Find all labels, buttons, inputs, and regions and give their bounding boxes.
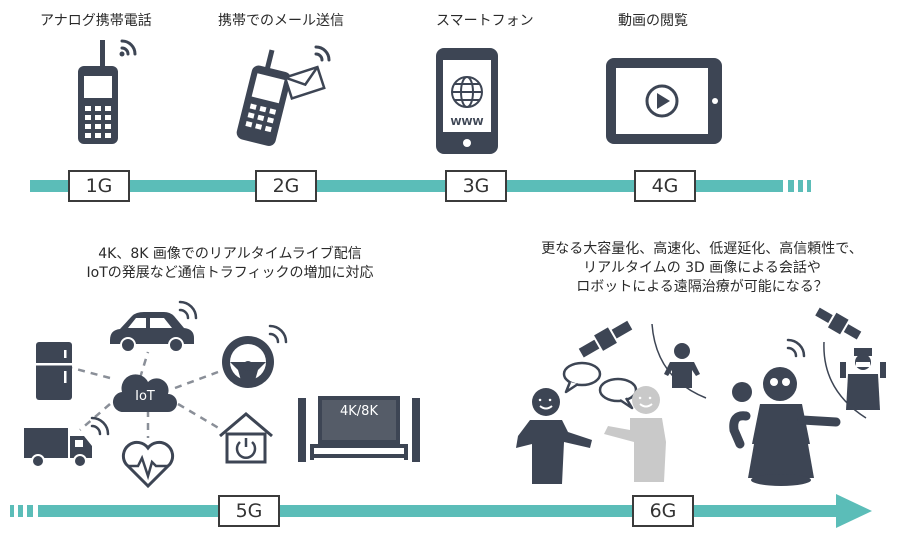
gen-box-6g: 6G bbox=[632, 495, 694, 527]
gen-box-4g: 4G bbox=[634, 170, 696, 202]
heart-rate-icon bbox=[121, 440, 175, 489]
timeline-bar-top-dash bbox=[807, 180, 811, 192]
tv-label: 4K/8K bbox=[340, 404, 378, 419]
five-g-desc-line1: 4K、8K 画像でのリアルタイムライブ配信 bbox=[98, 246, 362, 262]
svg-text:WWW: WWW bbox=[450, 117, 483, 128]
truck-icon bbox=[24, 416, 110, 468]
speech-bubble-left bbox=[562, 361, 602, 394]
tablet-video-icon bbox=[606, 58, 722, 144]
robot-icon bbox=[729, 338, 841, 486]
smart-home-icon bbox=[219, 412, 273, 464]
five-g-description: 4K、8K 画像でのリアルタイムライブ配信 IoTの発展など通信トラフィックの増… bbox=[60, 245, 400, 283]
gen-box-5g: 5G bbox=[218, 495, 280, 527]
iot-label: IoT bbox=[135, 389, 155, 404]
six-g-description: 更なる大容量化、高速化、低遅延化、高信頼性で、 リアルタイムの 3D 画像による… bbox=[502, 240, 902, 297]
steering-wheel-icon bbox=[222, 324, 288, 388]
gen-box-2g: 2G bbox=[255, 170, 317, 202]
era-label-4g: 動画の閲覧 bbox=[618, 13, 688, 29]
mail-icon bbox=[283, 45, 331, 101]
person-hologram-icon bbox=[604, 386, 666, 482]
doctor-icon bbox=[840, 348, 886, 410]
timeline-bar-bottom-dash bbox=[18, 505, 23, 517]
six-g-desc-line2: リアルタイムの 3D 画像による会話や bbox=[583, 260, 821, 276]
era-label-1g: アナログ携帯電話 bbox=[40, 13, 152, 29]
five-g-desc-line2: IoTの発展など通信トラフィックの増加に対応 bbox=[86, 265, 374, 281]
speech-bubble-right bbox=[598, 377, 638, 410]
feature-phone-icon bbox=[236, 49, 291, 146]
gen-box-1g: 1G bbox=[68, 170, 130, 202]
era-label-2g: 携帯でのメール送信 bbox=[218, 13, 344, 29]
person-dark-icon bbox=[516, 388, 592, 484]
timeline-bar-top-dash bbox=[798, 180, 803, 192]
iot-cloud-hub bbox=[112, 374, 177, 413]
tv-icon bbox=[298, 396, 420, 462]
car-icon bbox=[110, 300, 198, 353]
timeline-bar-top bbox=[30, 180, 783, 192]
six-g-desc-line1: 更なる大容量化、高速化、低遅延化、高信頼性で、 bbox=[541, 241, 863, 257]
era-label-3g: スマートフォン bbox=[436, 13, 534, 29]
refrigerator-icon bbox=[36, 342, 72, 400]
small-person-icon bbox=[664, 343, 700, 388]
timeline-bar-bottom-dash bbox=[10, 505, 14, 517]
timeline-bar-bottom-dash bbox=[27, 505, 33, 517]
six-g-desc-line3: ロボットによる遠隔治療が可能になる？ bbox=[576, 279, 828, 295]
timeline-arrow-head bbox=[836, 494, 872, 528]
doctor-arc bbox=[823, 341, 867, 419]
satellite-icon bbox=[578, 320, 633, 358]
timeline-bar-bottom bbox=[38, 505, 838, 517]
satellite-icon-right bbox=[815, 307, 862, 340]
analog-phone-icon bbox=[78, 39, 137, 144]
timeline-bar-top-dash bbox=[788, 180, 794, 192]
gen-box-3g: 3G bbox=[445, 170, 507, 202]
smartphone-icon: WWW bbox=[436, 48, 498, 154]
